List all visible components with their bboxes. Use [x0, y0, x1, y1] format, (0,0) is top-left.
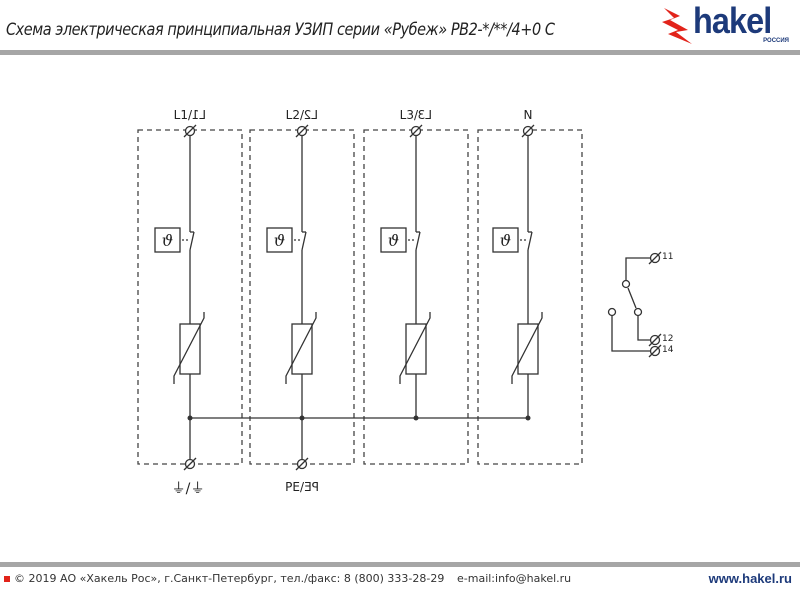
ground-label: ⏚/⏚	[171, 481, 205, 497]
hakel-logo: hakel РОССИЯ	[660, 0, 795, 48]
logo-text: hakel	[693, 0, 772, 41]
module-circuit: ϑ	[266, 131, 317, 464]
footer-copyright: © 2019 АО «Хакель Рос», г.Санкт-Петербур…	[4, 572, 444, 585]
relay-contact	[607, 257, 655, 352]
module-circuit: ϑ	[154, 131, 205, 464]
terminal-ground	[183, 457, 197, 471]
terminal-top	[409, 124, 423, 138]
thermal-fuse	[154, 227, 181, 253]
module-label-2: L2/L2	[285, 108, 319, 122]
module-label-1: L1/L1	[173, 108, 207, 122]
relay-t11	[648, 251, 662, 265]
module-label-4: N	[523, 108, 533, 122]
module-circuit: ϑ	[492, 131, 543, 418]
svg-text:ϑ: ϑ	[162, 231, 173, 250]
relay-terminal-11: 11	[662, 252, 674, 262]
footer-website-link[interactable]: www.hakel.ru	[708, 571, 792, 586]
svg-text:ϑ: ϑ	[274, 231, 285, 250]
thermal-fuse	[266, 227, 293, 253]
module-box	[363, 129, 469, 465]
logo-subtext: РОССИЯ	[763, 38, 789, 44]
footer-email[interactable]: e-mail:info@hakel.ru	[457, 572, 572, 585]
terminal-top	[295, 124, 309, 138]
footer-divider	[0, 562, 800, 567]
page-title: Схема электрическая принципиальная УЗИП …	[6, 20, 555, 40]
relay-t12	[648, 333, 662, 347]
terminal-top	[521, 124, 535, 138]
terminal-top	[183, 124, 197, 138]
relay-t14	[648, 344, 662, 358]
pe-label: PE/PE	[285, 480, 319, 494]
module-box	[477, 129, 583, 465]
svg-text:ϑ: ϑ	[500, 231, 511, 250]
bullet-icon	[4, 575, 10, 582]
thermal-fuse	[380, 227, 407, 253]
module-label-3: L3/L3	[399, 108, 433, 122]
terminal-pe	[295, 457, 309, 471]
relay-terminal-14: 14	[662, 345, 674, 355]
module-circuit: ϑ	[380, 131, 431, 418]
header-divider	[0, 50, 800, 55]
relay-terminal-12: 12	[662, 334, 674, 344]
thermal-fuse	[492, 227, 519, 253]
lightning-icon	[662, 8, 692, 44]
svg-text:ϑ: ϑ	[388, 231, 399, 250]
